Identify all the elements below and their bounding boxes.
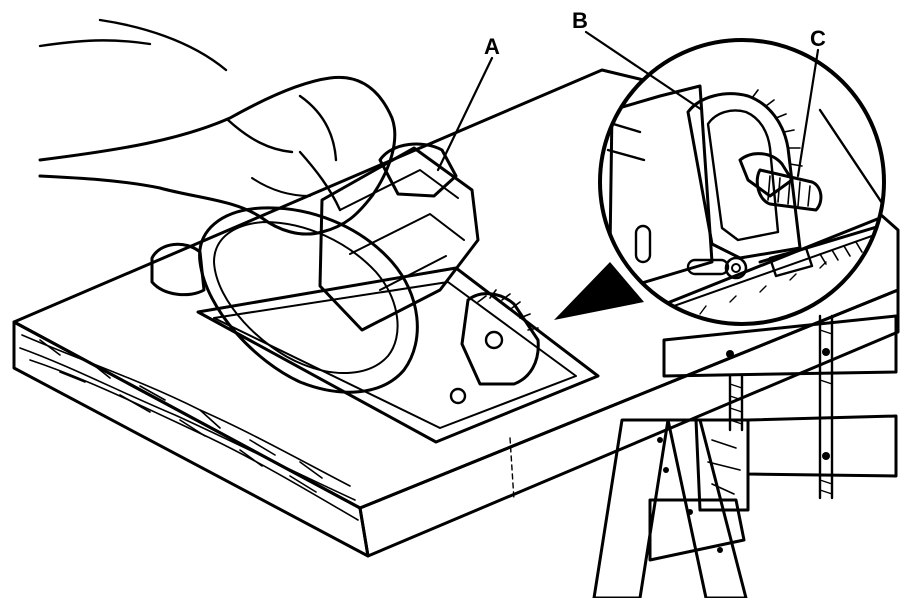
wood-grain-lines — [19, 334, 359, 521]
board — [12, 68, 900, 558]
clamp — [662, 314, 898, 500]
detail-inset — [598, 38, 886, 326]
operator-hand — [38, 18, 397, 236]
circular-saw — [150, 142, 600, 444]
callout-b-label: B — [572, 8, 588, 33]
zoom-pointer — [554, 262, 644, 320]
leader-c — [796, 48, 820, 178]
callout-c-label: C — [810, 26, 826, 51]
callout-leaders — [436, 30, 820, 178]
callout-a-label: A — [484, 34, 500, 59]
leader-a — [436, 56, 494, 172]
leader-b — [584, 30, 704, 112]
sawhorse — [592, 418, 750, 598]
